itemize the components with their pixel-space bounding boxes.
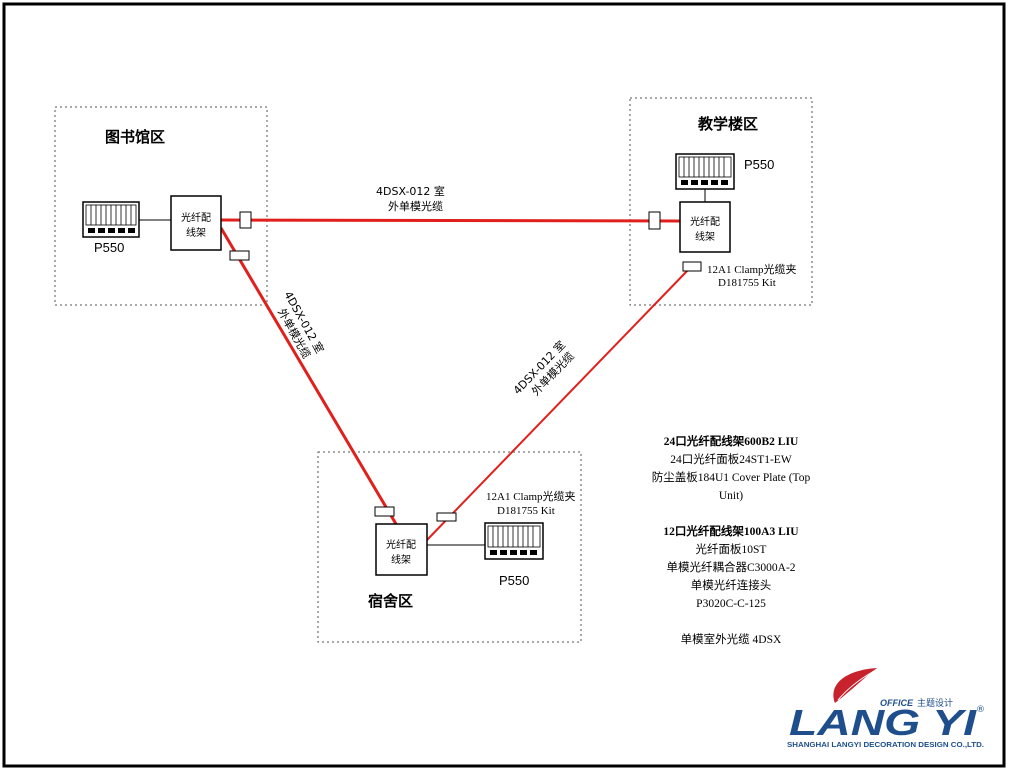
p550-dorm-label: P550 [499,573,529,588]
odf-teaching: 光纤配 线架 [679,201,731,253]
odf-library: 光纤配 线架 [170,195,222,251]
note-line: 24口光纤面板24ST1-EW [670,454,792,466]
note-line: Unit) [718,490,744,502]
connector-dorm-east [436,512,457,522]
note-line: 单模光纤连接头 [690,580,772,592]
zone-library-title: 图书馆区 [105,128,165,146]
zone-teaching-boundary [629,97,813,306]
cable-library-teaching [220,218,681,223]
svg-text:4DSX-012 室: 4DSX-012 室 [376,184,445,198]
leaf-icon [833,668,877,703]
note-spacer [636,505,826,523]
svg-text:光纤配: 光纤配 [386,538,416,551]
svg-text:12A1 Clamp光缆夹: 12A1 Clamp光缆夹 [486,489,576,503]
connector-teaching-west [648,211,661,230]
svg-text:12A1 Clamp光缆夹: 12A1 Clamp光缆夹 [707,262,797,276]
zone-dorm-title: 宿舍区 [368,592,413,610]
svg-text:光纤配: 光纤配 [690,215,720,228]
material-notes: 24口光纤配线架600B2 LIU 24口光纤面板24ST1-EW 防尘盖板18… [636,433,826,649]
logo-office-text: OFFICE [880,698,914,708]
svg-text:D181755 Kit: D181755 Kit [718,277,776,289]
cable-label-library-teaching: 4DSX-012 室 外单模光缆 [376,184,445,213]
note-line: 光纤面板10ST [695,544,767,556]
svg-text:光纤配: 光纤配 [181,211,211,224]
note-line: P3020C-C-125 [696,598,766,610]
logo-company-name: SHANGHAI LANGYI DECORATION DESIGN CO.,LT… [787,740,984,749]
zone-library-boundary [54,106,268,306]
note-line: 单模室外光缆 4DSX [680,634,782,646]
svg-text:线架: 线架 [391,553,411,566]
note-line: 12口光纤配线架100A3 LIU [663,526,799,538]
zone-dorm-boundary [317,451,582,643]
svg-text:外单模光缆: 外单模光缆 [388,199,443,213]
logo-registered-mark: ® [976,705,985,715]
logo-tagline: 主题设计 [917,697,953,709]
p550-library-label: P550 [94,240,124,255]
note-line: 24口光纤配线架600B2 LIU [663,436,799,448]
p550-library-device [82,201,140,238]
cable-library-dorm [219,227,398,525]
logo-wordmark: LANG YI [789,702,977,743]
note-line: 单模光纤耦合器C3000A-2 [666,562,796,574]
svg-text:线架: 线架 [695,230,715,243]
note-line: 防尘盖板184U1 Cover Plate (Top [651,472,811,484]
p550-teaching-label: P550 [744,157,774,172]
p550-dorm-device [484,522,544,560]
svg-text:线架: 线架 [186,226,206,239]
clamp-label-teaching: 12A1 Clamp光缆夹 D181755 Kit [707,262,797,289]
connector-library-east [239,211,252,229]
odf-dorm: 光纤配 线架 [375,523,428,576]
connector-teaching-south [682,261,702,272]
clamp-label-dorm: 12A1 Clamp光缆夹 D181755 Kit [486,489,576,517]
p550-teaching-device [675,153,735,190]
connector-library-south [229,250,250,261]
connector-dorm-north [374,506,395,517]
note-spacer [636,613,826,631]
svg-text:D181755 Kit: D181755 Kit [497,505,555,517]
zone-teaching-title: 教学楼区 [697,115,758,133]
langyi-logo: OFFICE 主题设计 LANG YI ® SHANGHAI LANGYI DE… [787,668,985,749]
cable-label-teaching-dorm: 4DSX-012 室 外单模光缆 [510,338,577,398]
cable-teaching-dorm [426,269,689,541]
